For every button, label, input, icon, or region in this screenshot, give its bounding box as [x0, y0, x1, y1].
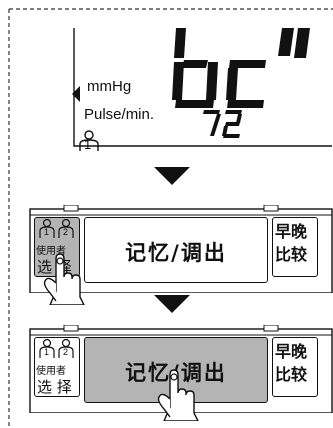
left-triangle-icon	[72, 86, 80, 102]
am-pm-compare-button[interactable]: 早晚 比较	[272, 337, 318, 397]
control-panel-2: 1 2 使用者 选 择 记忆/调出 早晚 比较	[28, 325, 333, 421]
user-icon-label-1: 1	[44, 227, 50, 237]
control-panel-1: 1 2 使用者 选 择 记忆/调出 早晚 比较	[28, 205, 333, 305]
pulse-value: 72	[70, 28, 71, 29]
user-select-top-label: 使用者	[36, 246, 66, 257]
user-icon-label-1: 1	[44, 347, 50, 357]
user-number: 1	[84, 137, 92, 152]
user-select-bottom-label: 选 择	[37, 378, 72, 396]
main-readout: bc'	[70, 28, 71, 29]
user-select-top-label: 使用者	[36, 366, 66, 377]
pulse-value-segments	[203, 110, 242, 138]
pointing-hand-icon	[43, 253, 85, 305]
memory-recall-button[interactable]: 记忆/调出	[84, 217, 268, 283]
down-arrow-icon	[154, 295, 190, 313]
monitor-display: mmHg Pulse/min. 72 bc' 1	[70, 28, 332, 154]
memory-recall-label: 记忆/调出	[125, 241, 227, 265]
user-icon-label-2: 2	[63, 227, 69, 237]
am-pm-top-label: 早晚	[275, 222, 308, 241]
am-pm-bottom-label: 比较	[275, 365, 308, 384]
two-users-icon	[39, 218, 74, 238]
pressure-indicator-arrow	[70, 84, 82, 108]
am-pm-compare-button[interactable]: 早晚 比较	[272, 217, 318, 277]
user-1-icon: 1	[78, 130, 100, 152]
am-pm-top-label: 早晚	[275, 342, 308, 361]
down-arrow-icon	[154, 167, 190, 185]
user-select-button[interactable]: 1 2 使用者 选 择	[34, 337, 80, 397]
user-icon-label-2: 2	[63, 347, 69, 357]
display-outline	[73, 28, 332, 147]
segment-readout	[172, 28, 312, 108]
am-pm-bottom-label: 比较	[275, 245, 308, 264]
pulse-unit-label: Pulse/min.	[84, 106, 155, 123]
two-users-icon	[39, 338, 74, 358]
user-silhouette-icon	[79, 130, 99, 151]
pressure-unit-label: mmHg	[87, 78, 132, 95]
pointing-hand-icon	[157, 369, 199, 421]
